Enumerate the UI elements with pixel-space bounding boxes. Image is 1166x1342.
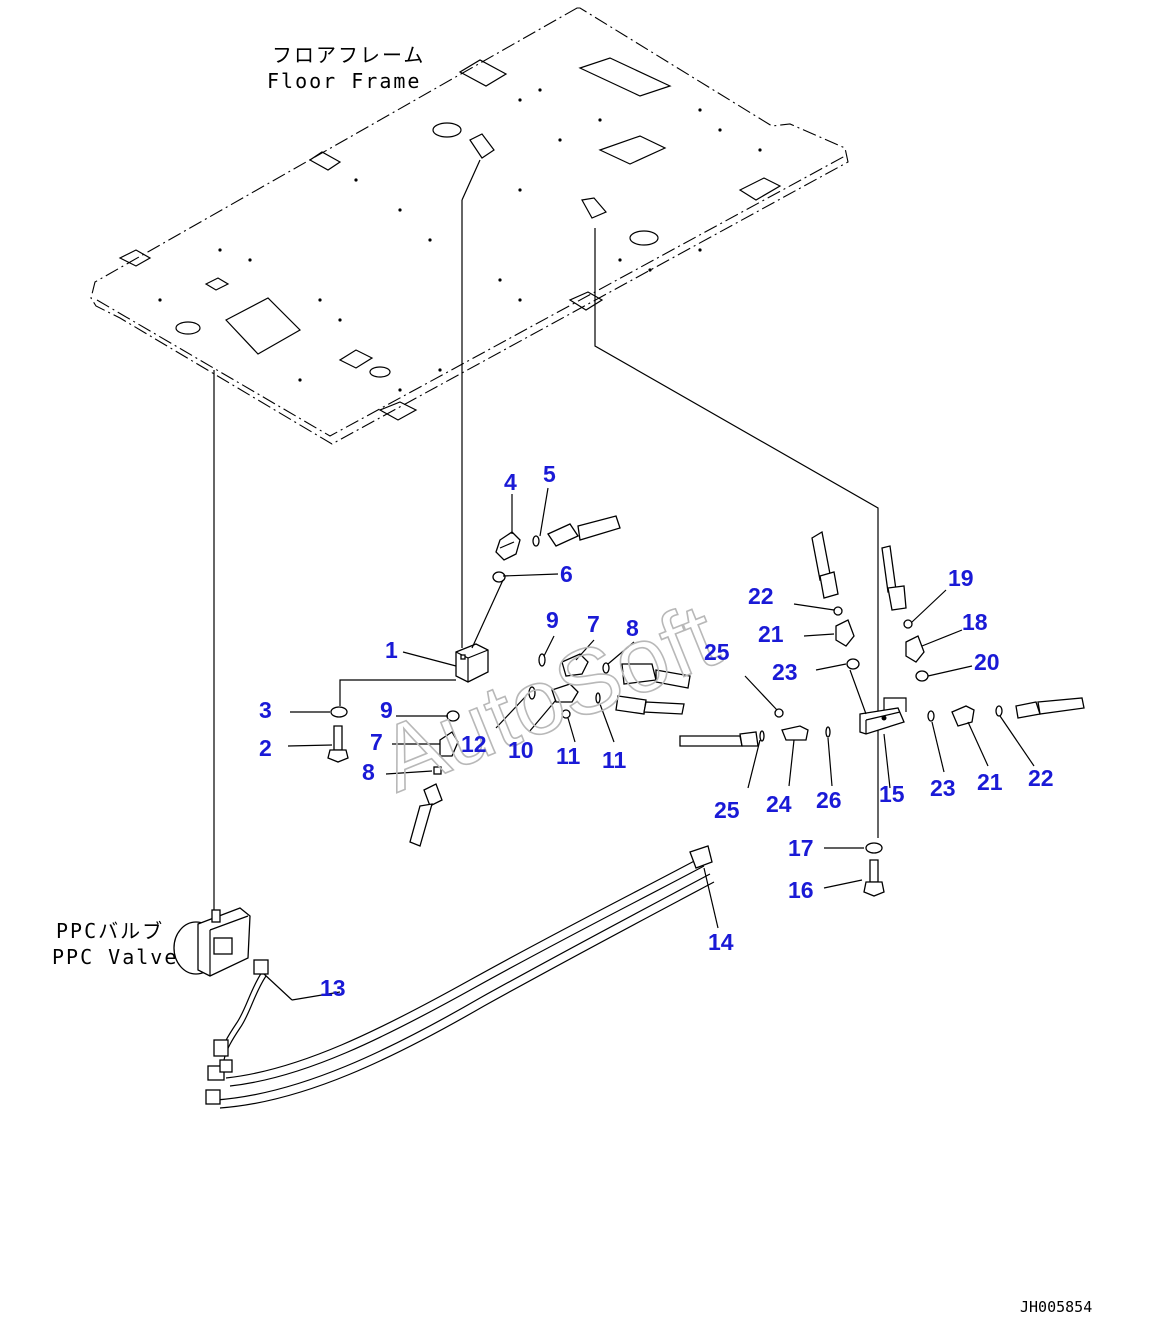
o-ring-12 xyxy=(528,686,536,700)
fitting-4 xyxy=(495,531,521,561)
o-ring-22-right xyxy=(995,705,1003,717)
callout-15: 15 xyxy=(879,781,905,807)
callout-21-right: 21 xyxy=(977,769,1003,795)
washer-3 xyxy=(330,706,348,718)
o-ring-23-top xyxy=(846,658,860,670)
bolt-16 xyxy=(863,859,885,897)
valve-block-1 xyxy=(455,643,489,683)
callout-13: 13 xyxy=(320,975,346,1001)
callout-9-left: 9 xyxy=(380,697,393,723)
callout-24: 24 xyxy=(766,791,792,817)
callout-23-right: 23 xyxy=(930,775,956,801)
callout-8-left: 8 xyxy=(362,759,375,785)
o-ring-11-b xyxy=(595,692,601,704)
callout-numbers: 1 2 3 4 5 6 7 7 8 8 9 9 10 11 11 12 13 1… xyxy=(259,461,1054,1001)
floor-frame xyxy=(90,7,849,445)
fitting-21-right xyxy=(951,705,975,727)
callout-10: 10 xyxy=(508,737,534,763)
callout-11-b: 11 xyxy=(602,747,627,773)
hose-upper xyxy=(547,515,621,547)
callout-9-mid: 9 xyxy=(546,607,559,633)
callout-1: 1 xyxy=(385,637,398,663)
callout-17: 17 xyxy=(788,835,814,861)
callout-2: 2 xyxy=(259,735,272,761)
hose-mid xyxy=(615,663,691,715)
hose-right-upper-b xyxy=(881,545,907,611)
callout-22-top: 22 xyxy=(748,583,774,609)
o-ring-25 xyxy=(759,730,765,742)
wire-harness-14 xyxy=(215,857,715,1109)
hose-right-upper-a xyxy=(811,530,839,599)
clamp-14 xyxy=(689,845,713,869)
o-ring-26 xyxy=(825,726,831,738)
floor-frame-caption-en: Floor Frame xyxy=(267,69,421,93)
callout-25-bottom: 25 xyxy=(714,797,740,823)
ppc-valve-caption-jp: PPCバルブ xyxy=(56,919,164,943)
callout-7-mid: 7 xyxy=(587,611,600,637)
drawing-code: JH005854 xyxy=(1020,1298,1092,1316)
callout-20: 20 xyxy=(974,649,1000,675)
ppc-valve-caption-en: PPC Valve xyxy=(52,945,178,969)
callout-leaders xyxy=(263,487,1035,1001)
callout-11-a: 11 xyxy=(556,743,581,769)
callout-8-mid: 8 xyxy=(626,615,639,641)
o-ring-20 xyxy=(915,670,929,682)
o-ring-23-right xyxy=(927,710,935,722)
o-ring-9-mid xyxy=(538,653,546,667)
fitting-7-mid xyxy=(561,653,589,677)
callout-12: 12 xyxy=(461,731,487,757)
callout-18: 18 xyxy=(962,609,988,635)
callout-25-top: 25 xyxy=(704,639,730,665)
o-ring-25-small xyxy=(774,708,784,718)
hose-lower-left xyxy=(409,783,443,847)
floor-frame-caption-jp: フロアフレーム xyxy=(272,43,425,67)
o-ring-6 xyxy=(492,571,506,583)
callout-26: 26 xyxy=(816,787,842,813)
callout-4: 4 xyxy=(504,469,517,495)
o-ring-22-top xyxy=(833,606,843,616)
o-ring-11-a xyxy=(561,709,571,719)
connectors-13 xyxy=(205,959,269,1105)
callout-3: 3 xyxy=(259,697,272,723)
fitting-18 xyxy=(905,635,925,663)
ppc-valve xyxy=(173,907,251,977)
callout-22-right: 22 xyxy=(1028,765,1054,791)
callout-14: 14 xyxy=(708,929,734,955)
block-15 xyxy=(859,707,905,735)
o-ring-8-mid xyxy=(602,662,610,674)
callout-6: 6 xyxy=(560,561,573,587)
elbow-7-left xyxy=(439,731,459,757)
o-ring-19 xyxy=(903,619,913,629)
bolt-2 xyxy=(327,725,349,763)
fitting-24 xyxy=(781,725,809,741)
fitting-21-top xyxy=(835,619,855,647)
callout-21-top: 21 xyxy=(758,621,784,647)
o-ring-8-left xyxy=(433,766,442,775)
hose-right xyxy=(1015,697,1085,719)
frame-leader-lines xyxy=(213,159,879,910)
hose-center-left xyxy=(679,731,759,747)
washer-17 xyxy=(865,842,883,854)
o-ring-5 xyxy=(532,535,540,547)
callout-19: 19 xyxy=(948,565,974,591)
callout-7-left: 7 xyxy=(370,729,383,755)
callout-5: 5 xyxy=(543,461,556,487)
callout-16: 16 xyxy=(788,877,814,903)
callout-23-top: 23 xyxy=(772,659,798,685)
